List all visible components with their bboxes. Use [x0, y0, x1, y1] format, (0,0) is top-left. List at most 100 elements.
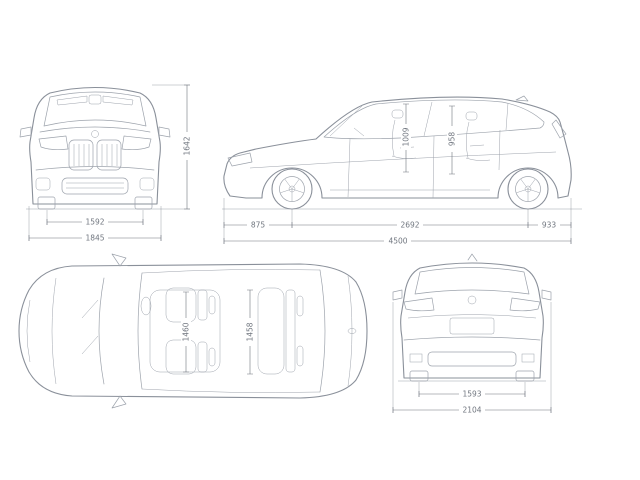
top-body-outline	[18, 263, 368, 399]
top-hood-line	[51, 277, 57, 385]
top-roof-front-edge	[137, 272, 143, 390]
front-left-tire	[37, 196, 56, 210]
side-view	[222, 95, 582, 210]
interior-width-front-label: 1460	[182, 322, 191, 341]
rear-right-tire	[515, 370, 535, 382]
side-glasshouse	[323, 99, 545, 140]
front-body-outline	[29, 86, 161, 205]
rear-bumper-top-line	[403, 336, 541, 341]
left-sun-visor	[56, 95, 88, 106]
top-rear-window-edge	[319, 269, 326, 393]
rear-left-tire	[409, 370, 429, 382]
front-view-dimensions: 1592 1845 1642	[28, 84, 192, 243]
side-character-line	[249, 151, 557, 169]
side-taillight	[551, 119, 567, 139]
c-pillar	[505, 102, 509, 131]
front-windshield	[43, 91, 147, 127]
top-left-mirror	[111, 253, 127, 267]
front-overall-width-label: 1845	[85, 234, 104, 243]
side-rear-rim	[515, 176, 541, 202]
top-rear-bench-back	[285, 289, 296, 373]
roof-antenna-fin	[515, 95, 529, 102]
front-extension-lines	[28, 84, 190, 241]
interior-height-front-label: 1009	[402, 127, 411, 146]
left-kidney-grille	[68, 139, 94, 171]
rearview-mirror	[88, 94, 102, 105]
rear-door-seam	[432, 135, 435, 199]
side-headlight	[227, 152, 253, 167]
top-rear-bench-cushion	[257, 287, 285, 375]
top-front-right-headrest	[208, 347, 216, 367]
side-view-dimensions: 1009 958 875 2692 933 4500	[223, 103, 572, 246]
door-handles	[399, 144, 485, 149]
top-wipers	[81, 299, 99, 355]
front-track-width-label: 1592	[85, 218, 104, 227]
top-front-right-seat-back	[197, 341, 208, 373]
front-bumper-crease	[35, 166, 155, 171]
overall-length-label: 4500	[388, 237, 407, 246]
front-overhang-label: 875	[251, 221, 266, 230]
rear-view	[392, 253, 552, 382]
right-sun-visor	[102, 95, 134, 106]
rear-seat-profile	[465, 121, 491, 161]
top-front-left-headrest	[208, 295, 216, 315]
rear-lower-valance	[427, 351, 517, 367]
side-front-spokes	[280, 179, 304, 201]
tailgate-seam	[498, 129, 501, 171]
top-front-bumper-line	[26, 299, 31, 363]
rear-brand-roundel-icon	[467, 295, 477, 305]
rear-extension-lines	[392, 302, 552, 413]
rear-track-width-label: 1593	[462, 390, 481, 399]
front-seat-headrest	[391, 109, 404, 119]
rear-antenna-fin	[467, 253, 478, 262]
side-body-outline	[223, 96, 572, 199]
front-right-mirror	[158, 126, 171, 138]
tailgate-crease	[407, 314, 537, 319]
top-windshield-base	[98, 277, 105, 385]
top-right-mirror	[111, 395, 127, 409]
top-rear-left-headrest	[296, 295, 304, 317]
front-intake-slats	[66, 182, 124, 189]
right-kidney-grille	[96, 139, 122, 171]
rear-left-reflector	[409, 353, 423, 363]
rear-width-incl-mirrors-label: 2104	[462, 406, 481, 415]
front-view	[19, 86, 171, 210]
top-front-left-seat-cushion	[165, 287, 197, 323]
steering-wheel-profile	[353, 127, 365, 137]
front-left-mirror	[19, 126, 32, 138]
rear-seat-headrest	[465, 111, 478, 121]
front-right-air-scoop	[139, 177, 155, 191]
top-antenna-fin	[347, 328, 357, 334]
front-lower-intake	[61, 177, 129, 195]
front-right-headlight	[121, 135, 152, 151]
license-plate-recess	[449, 317, 495, 335]
top-roof-side-edges	[141, 269, 321, 393]
side-extension-lines	[223, 198, 572, 244]
rear-left-mirror	[392, 289, 403, 301]
front-door-seam	[347, 138, 351, 198]
interior-height-rear-label: 958	[448, 132, 457, 147]
right-grille-slats	[101, 144, 118, 166]
front-left-air-scoop	[35, 177, 51, 191]
front-overall-height-label: 1642	[183, 136, 192, 155]
top-steering-wheel	[140, 296, 152, 316]
rear-right-mirror	[541, 289, 552, 301]
rear-right-taillight	[509, 297, 541, 312]
left-grille-slats	[73, 144, 90, 166]
front-left-headlight	[38, 135, 69, 151]
rear-body-outline	[400, 262, 544, 379]
top-view	[18, 253, 368, 409]
side-front-rim	[279, 176, 305, 202]
side-rear-spokes	[516, 179, 540, 201]
top-hatch-edge	[347, 275, 353, 387]
rear-right-reflector	[521, 353, 535, 363]
b-pillar	[423, 101, 433, 137]
rear-view-dimensions: 1593 2104	[392, 302, 552, 415]
top-front-left-seat-back	[197, 289, 208, 321]
rear-overhang-label: 933	[542, 221, 557, 230]
front-hood-line	[39, 126, 151, 133]
front-brand-roundel-icon	[91, 130, 99, 138]
wheelbase-label: 2692	[400, 221, 419, 230]
